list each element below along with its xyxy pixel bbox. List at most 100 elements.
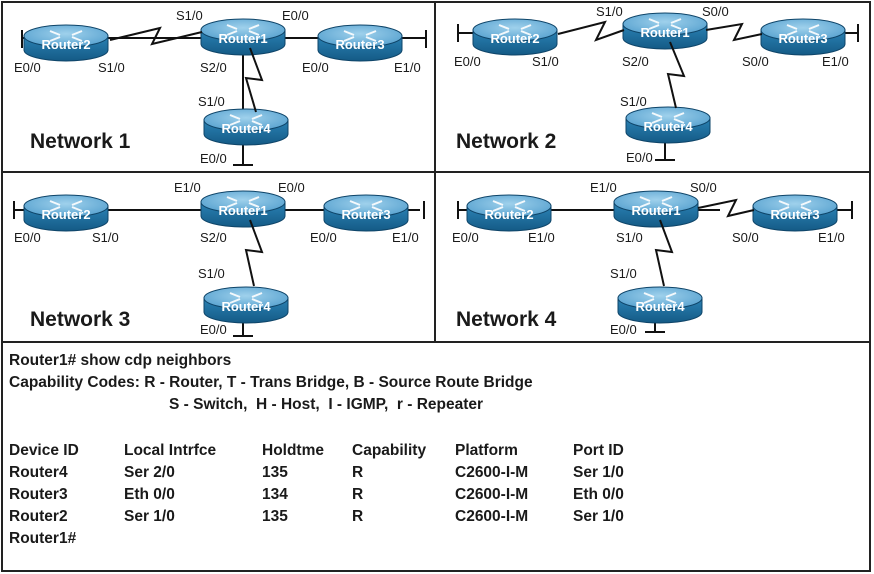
cell-port-id: Ser 1/0 (573, 508, 624, 525)
label-r4-bottom: E0/0 (200, 151, 227, 166)
router2-label: Router2 (484, 207, 533, 222)
network-title: Network 4 (456, 308, 557, 331)
header-device-id: Device ID (9, 442, 79, 459)
network-1: Router2 Router1 Router3 Router4 E0/0 S1/… (14, 8, 427, 166)
header-local-intrfce: Local Intrfce (124, 442, 217, 459)
label-r2-left: E0/0 (454, 54, 481, 69)
network-2: Router2 Router1 Router3 Router4 E0/0 S1/… (454, 4, 859, 165)
router1-label: Router1 (218, 31, 267, 46)
label-r4-top: S1/0 (620, 94, 647, 109)
serial-link-n4-r1-r4 (654, 219, 674, 287)
router4-label: Router4 (635, 299, 685, 314)
label-r3-left: E0/0 (310, 230, 337, 245)
label-r1-down: S1/0 (616, 230, 643, 245)
serial-link-n4-r1-r3 (697, 198, 755, 218)
router3-label: Router3 (778, 31, 827, 46)
table-header-row: Device ID Local Intrfce Holdtme Capabili… (9, 440, 693, 462)
cell-port-id: Eth 0/0 (573, 486, 624, 503)
network-title: Network 3 (30, 308, 130, 331)
router4-label: Router4 (221, 299, 271, 314)
cell-local-intrfce: Eth 0/0 (124, 486, 175, 503)
label-r1-down: S2/0 (200, 230, 227, 245)
label-r2-right: E1/0 (528, 230, 555, 245)
network-title: Network 1 (30, 130, 131, 153)
router2-label: Router2 (41, 37, 90, 52)
capability-codes-line-2: S - Switch, H - Host, I - IGMP, r - Repe… (169, 396, 484, 413)
cell-device-id: Router4 (9, 464, 68, 481)
table-row: Router2 Ser 1/0 135 R C2600-I-M Ser 1/0 (9, 506, 693, 528)
cell-port-id: Ser 1/0 (573, 464, 624, 481)
label-r3-left: S0/0 (742, 54, 769, 69)
cell-local-intrfce: Ser 2/0 (124, 464, 175, 481)
table-row: Router3 Eth 0/0 134 R C2600-I-M Eth 0/0 (9, 484, 693, 506)
router1-label: Router1 (218, 203, 267, 218)
label-r4-top: S1/0 (198, 266, 225, 281)
label-r1-top-left: E1/0 (590, 180, 617, 195)
serial-link-n1-r2-r1 (109, 26, 203, 46)
label-r4-bottom: E0/0 (200, 322, 227, 337)
cell-platform: C2600-I-M (455, 464, 529, 481)
label-r2-right: S1/0 (98, 60, 125, 75)
label-r3-right: E1/0 (394, 60, 421, 75)
serial-link-n3-r1-r4 (244, 219, 264, 287)
serial-link-n2-r1-r3 (705, 22, 763, 42)
cli-prompt: Router1# (9, 530, 77, 547)
header-port-id: Port ID (573, 442, 624, 459)
label-r4-bottom: E0/0 (610, 322, 637, 337)
header-capability: Capability (352, 442, 427, 459)
cell-holdtme: 135 (262, 464, 288, 481)
cdp-output: Router1# show cdp neighbors Capability C… (9, 350, 864, 550)
router3-label: Router3 (335, 37, 384, 52)
label-r1-down: S2/0 (200, 60, 227, 75)
serial-link-n2-r1-r4 (666, 41, 686, 109)
cdp-table: Device ID Local Intrfce Holdtme Capabili… (9, 440, 693, 528)
label-r1-top-right: E0/0 (278, 180, 305, 195)
network-title: Network 2 (456, 130, 556, 153)
router2-label: Router2 (490, 31, 539, 46)
label-r2-right: S1/0 (92, 230, 119, 245)
cell-capability: R (352, 486, 364, 503)
label-r2-left: E0/0 (14, 230, 41, 245)
label-r4-top: S1/0 (198, 94, 225, 109)
header-holdtme: Holdtme (262, 442, 324, 459)
label-r2-right: S1/0 (532, 54, 559, 69)
router2-label: Router2 (41, 207, 90, 222)
label-r1-down: S2/0 (622, 54, 649, 69)
header-platform: Platform (455, 442, 518, 459)
label-r1-top-right: S0/0 (690, 180, 717, 195)
cell-platform: C2600-I-M (455, 508, 529, 525)
network-3: Router2 Router1 Router3 Router4 E0/0 S1/… (13, 180, 425, 337)
router3-label: Router3 (341, 207, 390, 222)
router1-label: Router1 (631, 203, 680, 218)
cell-device-id: Router2 (9, 508, 68, 525)
cell-platform: C2600-I-M (455, 486, 529, 503)
label-r1-top-left: E1/0 (174, 180, 201, 195)
serial-link-n1-r1-r4 (244, 47, 264, 113)
router4-label: Router4 (643, 119, 693, 134)
cell-capability: R (352, 464, 364, 481)
label-r3-left: E0/0 (302, 60, 329, 75)
network-4: Router2 Router1 Router3 Router4 E0/0 E1/… (452, 180, 853, 337)
capability-codes-line-1: Capability Codes: R - Router, T - Trans … (9, 374, 533, 391)
serial-link-n2-r2-r1 (557, 20, 625, 42)
label-r1-top-left: S1/0 (596, 4, 623, 19)
table-row: Router4 Ser 2/0 135 R C2600-I-M Ser 1/0 (9, 462, 693, 484)
router3-label: Router3 (770, 207, 819, 222)
label-r1-top-right: S0/0 (702, 4, 729, 19)
serial-links (109, 20, 763, 287)
label-r3-right: E1/0 (392, 230, 419, 245)
label-r2-left: E0/0 (452, 230, 479, 245)
cell-holdtme: 134 (262, 486, 288, 503)
cell-local-intrfce: Ser 1/0 (124, 508, 175, 525)
cli-command: Router1# show cdp neighbors (9, 352, 232, 369)
label-r4-top: S1/0 (610, 266, 637, 281)
label-r3-left: S0/0 (732, 230, 759, 245)
cell-device-id: Router3 (9, 486, 68, 503)
label-r3-right: E1/0 (818, 230, 845, 245)
label-r3-right: E1/0 (822, 54, 849, 69)
router1-label: Router1 (640, 25, 689, 40)
label-r1-top-left: S1/0 (176, 8, 203, 23)
label-r2-left: E0/0 (14, 60, 41, 75)
